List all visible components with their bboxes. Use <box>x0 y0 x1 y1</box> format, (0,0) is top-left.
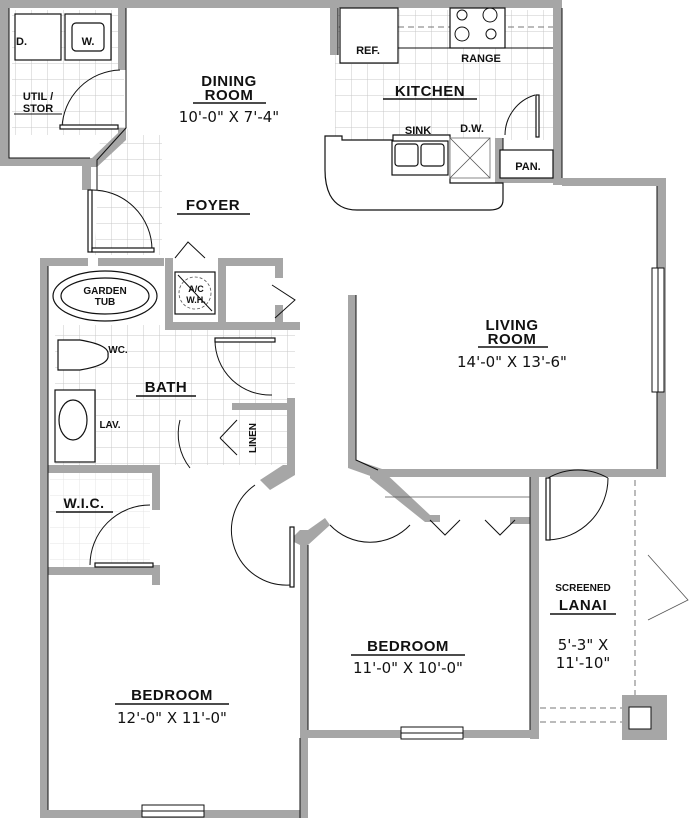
dining-title-2: ROOM <box>205 87 254 104</box>
dining-dims: 10'-0" X 7'-4" <box>179 108 279 126</box>
tub-label-2: TUB <box>95 297 116 308</box>
burner-icon <box>482 7 498 23</box>
toilet <box>57 339 109 371</box>
tub-label-1: GARDEN <box>83 286 126 297</box>
foyer-title: FOYER <box>186 197 240 214</box>
lanai-dims-1: 5'-3" X <box>558 636 609 654</box>
bedroom1-title: BEDROOM <box>131 687 213 704</box>
living-title-2: ROOM <box>488 331 537 348</box>
ac-label-2: W.H. <box>186 295 206 305</box>
wall-edges <box>8 8 658 818</box>
dryer <box>14 13 62 61</box>
burner-icon <box>456 9 468 21</box>
range-label: RANGE <box>461 53 501 65</box>
kitchen-title: KITCHEN <box>395 83 465 100</box>
bedroom2-dims: 11'-0" X 10'-0" <box>353 659 463 677</box>
entry-door-swing <box>89 189 153 251</box>
lanai-dims-2: 11'-10" <box>556 654 611 672</box>
burner-icon <box>485 28 497 40</box>
windows <box>141 267 665 818</box>
bedroom2-door-swing <box>329 524 411 543</box>
pantry-door-swing <box>504 94 536 136</box>
laundry-fixtures <box>14 13 112 115</box>
bath-title: BATH <box>145 379 188 396</box>
labels: D. W. UTIL / STOR DINING ROOM 10'-0" X 7… <box>16 36 616 727</box>
range <box>449 7 506 49</box>
wic-door-swing <box>89 504 151 566</box>
util-label-2: STOR <box>23 103 53 115</box>
dryer-label: D. <box>16 36 27 48</box>
bedroom1-door-swing <box>230 484 291 586</box>
pantry-label: PAN. <box>515 161 540 173</box>
lanai-title-2: LANAI <box>559 597 607 614</box>
wic-title: W.I.C. <box>63 495 104 511</box>
dining-title-1: DINING <box>201 73 257 90</box>
living-dims: 14'-0" X 13'-6" <box>457 353 567 371</box>
dw-label: D.W. <box>460 123 484 135</box>
bedroom1-dims: 12'-0" X 11'-0" <box>117 709 227 727</box>
sink-label: SINK <box>405 125 431 137</box>
doors <box>59 69 609 588</box>
wic-floor <box>50 468 150 568</box>
lanai-door-swing <box>547 469 609 479</box>
wc-label: WC. <box>108 345 128 356</box>
lanai-title-1: SCREENED <box>555 583 611 594</box>
lav-label: LAV. <box>99 420 120 431</box>
kitchen-fixtures <box>324 7 554 211</box>
util-label-1: UTIL / <box>23 91 53 103</box>
bedroom2-title: BEDROOM <box>367 638 449 655</box>
lavatory-sink <box>58 399 88 441</box>
util-door-swing <box>61 69 121 129</box>
refrigerator <box>339 7 399 64</box>
pantry <box>499 149 554 179</box>
living-title-1: LIVING <box>485 317 538 334</box>
ac-label-1: A/C <box>188 284 204 294</box>
bath-fixtures <box>52 268 216 463</box>
bath-door-swing <box>214 339 273 396</box>
washer-label: W. <box>82 36 95 48</box>
linen-label: LINEN <box>248 423 259 453</box>
burner-icon <box>454 26 470 42</box>
ref-label: REF. <box>356 45 380 57</box>
bath-lower-door-swing <box>177 419 191 469</box>
